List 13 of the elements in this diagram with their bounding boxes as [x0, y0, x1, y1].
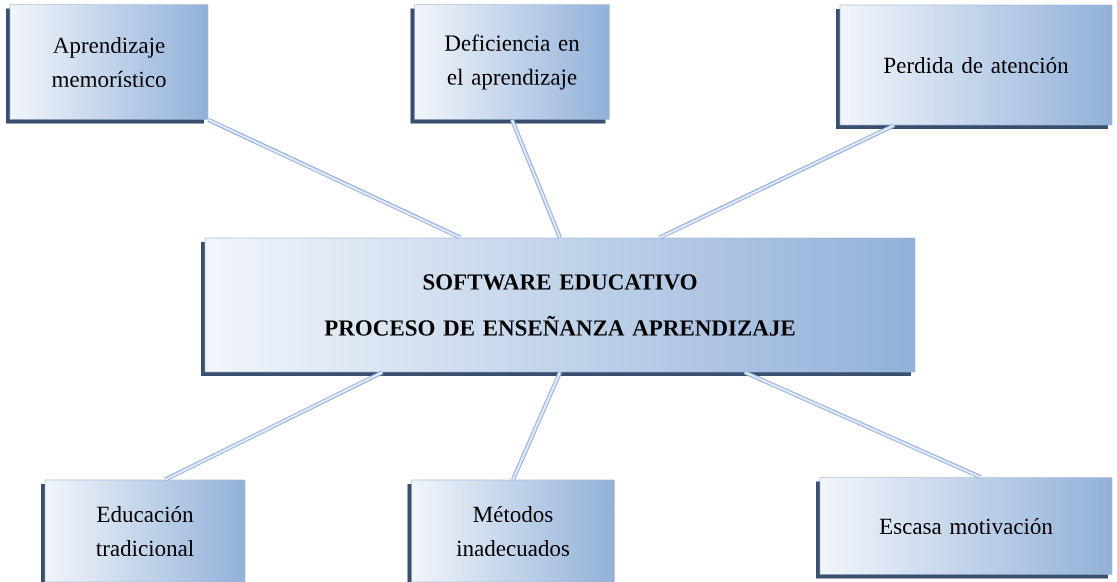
connector-line [658, 123, 896, 240]
connector-line [207, 117, 462, 240]
connector-line [164, 370, 384, 482]
connector-line [510, 119, 562, 239]
central-box: SOFTWARE EDUCATIVO PROCESO DE ENSEÑANZA APRENDIZAJE [201, 237, 916, 376]
cause-box: Aprendizaje memorístico [6, 4, 209, 124]
connector-line [743, 370, 982, 480]
effect-box: Métodos inadecuados [407, 479, 615, 582]
connector-line [511, 371, 562, 481]
cause-box: Perdida de atención [836, 4, 1113, 129]
cause-box: Deficiencia en el aprendizaje [410, 4, 610, 124]
effect-box: Educación tradicional [41, 479, 246, 582]
effect-box: Escasa motivación [816, 477, 1113, 579]
